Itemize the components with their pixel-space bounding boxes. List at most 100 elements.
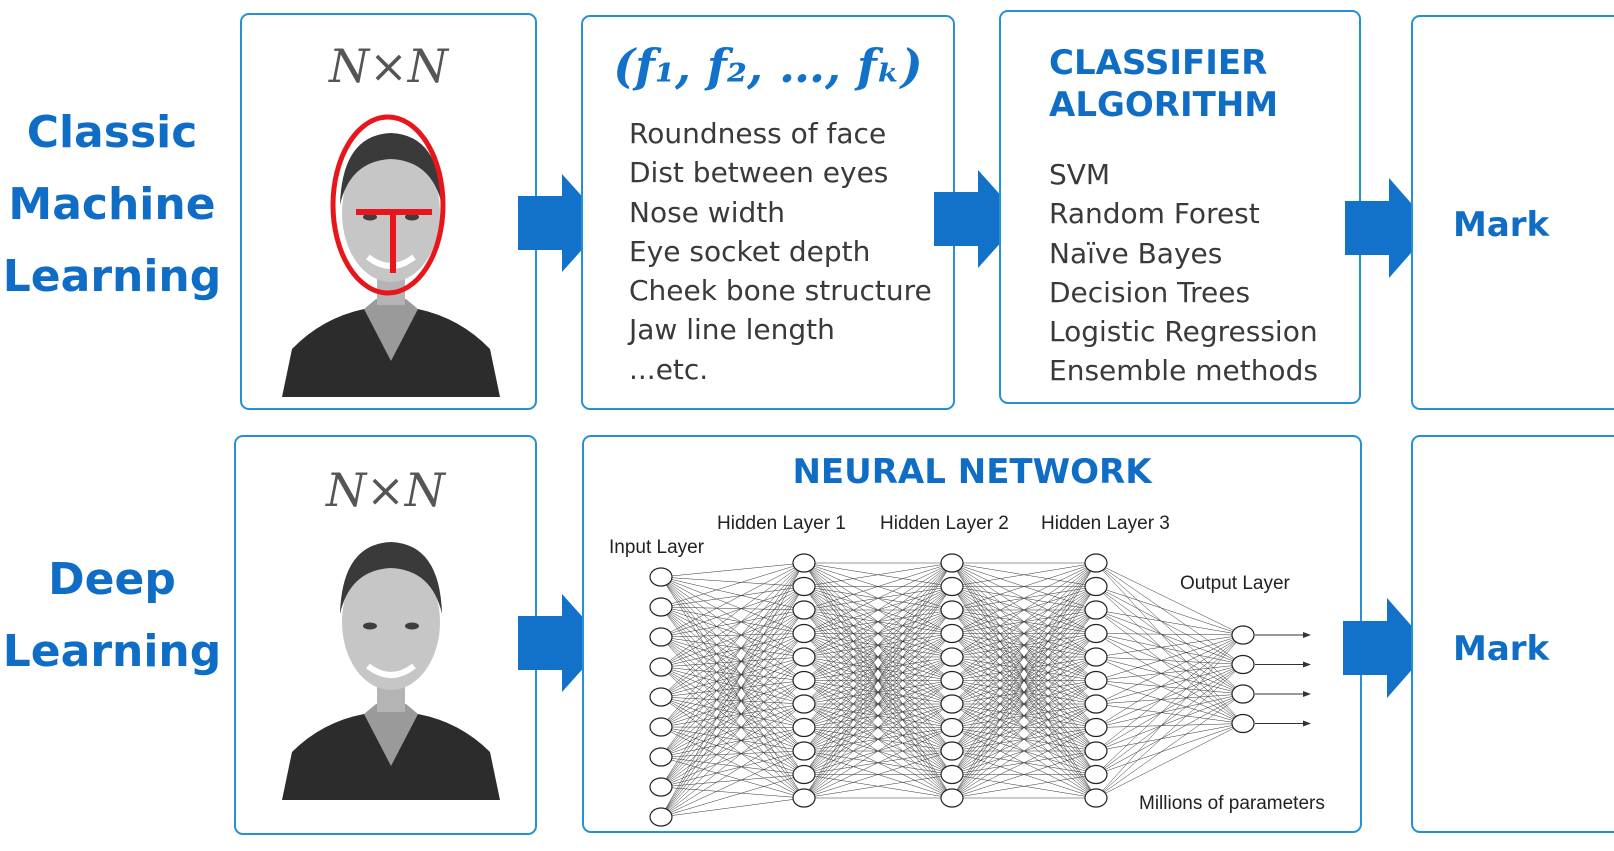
hidden-layer-2-label: Hidden Layer 2 [880, 513, 1009, 534]
connection-line [660, 666, 805, 799]
connection-line [660, 562, 805, 698]
connection-line [660, 696, 805, 775]
connection-line [660, 756, 805, 799]
output-arrowhead [1303, 661, 1311, 668]
neuron-node [792, 741, 816, 761]
neuron-node [940, 600, 964, 620]
connection-line [660, 576, 805, 587]
connection-line [1095, 586, 1244, 695]
connection-line [951, 562, 1097, 728]
connection-line [660, 606, 805, 775]
neuron-node [792, 600, 816, 620]
feature-item: Eye socket depth [629, 234, 871, 268]
connection-line [951, 562, 1097, 634]
connection-line [660, 727, 805, 818]
connection-line [1095, 634, 1244, 752]
connection-line [803, 703, 953, 799]
connection-line [951, 562, 1097, 681]
neuron-node [940, 741, 964, 761]
connection-line [660, 703, 805, 788]
connection-line [1095, 562, 1244, 724]
classifier-title-line: ALGORITHM [1049, 85, 1279, 125]
neuron-node [792, 717, 816, 738]
feature-item: Jaw line length [629, 313, 835, 347]
connection-line [660, 727, 805, 788]
connection-line [951, 727, 1097, 799]
connection-line [1095, 664, 1244, 705]
connection-line [660, 576, 805, 775]
feature-list: Roundness of face Dist between eyes Nose… [629, 114, 932, 389]
neuron-node [1084, 741, 1108, 761]
connection-line [660, 750, 805, 818]
connection-line [660, 562, 805, 758]
connection-line [660, 656, 805, 728]
connection-line [660, 666, 805, 728]
connection-line [1095, 656, 1244, 724]
connection-line [660, 756, 805, 775]
connection-line [1095, 664, 1244, 799]
neuron-node [649, 657, 673, 677]
neuron-node [1084, 576, 1108, 597]
classifier-title: CLASSIFIER ALGORITHM [1049, 42, 1278, 126]
feature-item: Nose width [629, 195, 785, 229]
connection-line [951, 562, 1097, 752]
connection-line [951, 562, 1097, 705]
connection-line [660, 576, 805, 728]
neuron-node [940, 647, 964, 667]
neuron-node [1231, 654, 1255, 675]
face-photo-annotated [282, 113, 500, 397]
output-arrowhead [1303, 632, 1311, 638]
connection-line [1095, 723, 1244, 728]
connection-line [660, 586, 805, 818]
connection-line [660, 562, 805, 638]
connection-line [660, 680, 805, 728]
classifier-title-line: CLASSIFIER [1049, 43, 1268, 83]
connection-line [660, 609, 805, 698]
connection-line [1095, 634, 1244, 775]
connection-line [660, 606, 805, 658]
connection-line [660, 606, 805, 705]
connection-line [660, 576, 805, 658]
deep-learning-label-line: Learning [2, 626, 222, 677]
connection-line [660, 606, 805, 799]
connection-line [660, 786, 805, 799]
connection-line [1095, 633, 1244, 636]
neuron-node [649, 807, 673, 827]
connection-line [1095, 693, 1244, 799]
connection-line [660, 750, 805, 758]
classic-ml-label-line: Machine [8, 179, 216, 230]
neuron-node [1231, 625, 1255, 645]
connection-line [1095, 609, 1244, 636]
classic-input-box: N×N [240, 13, 537, 410]
connection-line [660, 774, 805, 818]
feature-vector-formula: (f₁, f₂, …, fₖ) [613, 39, 923, 93]
deep-input-box: N×N [234, 435, 537, 835]
connection-line [1095, 680, 1244, 724]
connection-line [1095, 723, 1244, 799]
parameters-note: Millions of parameters [1139, 793, 1325, 814]
connection-line [660, 586, 805, 788]
neuron-node [649, 747, 673, 767]
connection-line [660, 636, 805, 728]
connection-line [803, 750, 953, 799]
connection-line [660, 609, 805, 728]
connection-line [1095, 609, 1244, 665]
connection-line [660, 636, 805, 775]
neural-network-diagram [649, 553, 1311, 827]
neuron-node [1231, 684, 1255, 704]
neuron-node [649, 777, 673, 797]
connection-line [660, 727, 805, 758]
classic-ml-label-line: Classic [26, 107, 198, 158]
connection-line [660, 636, 805, 752]
connection-line [660, 636, 805, 705]
connections [660, 562, 1244, 818]
connection-line [660, 606, 805, 752]
input-size-label: N×N [328, 39, 449, 93]
connection-line [1095, 562, 1244, 665]
connection-line [1095, 723, 1244, 752]
neuron-node [792, 670, 816, 691]
connection-line [660, 680, 805, 698]
connection-line [660, 696, 805, 705]
connection-line [951, 562, 1097, 775]
hidden-layer-1-label: Hidden Layer 1 [717, 513, 846, 534]
